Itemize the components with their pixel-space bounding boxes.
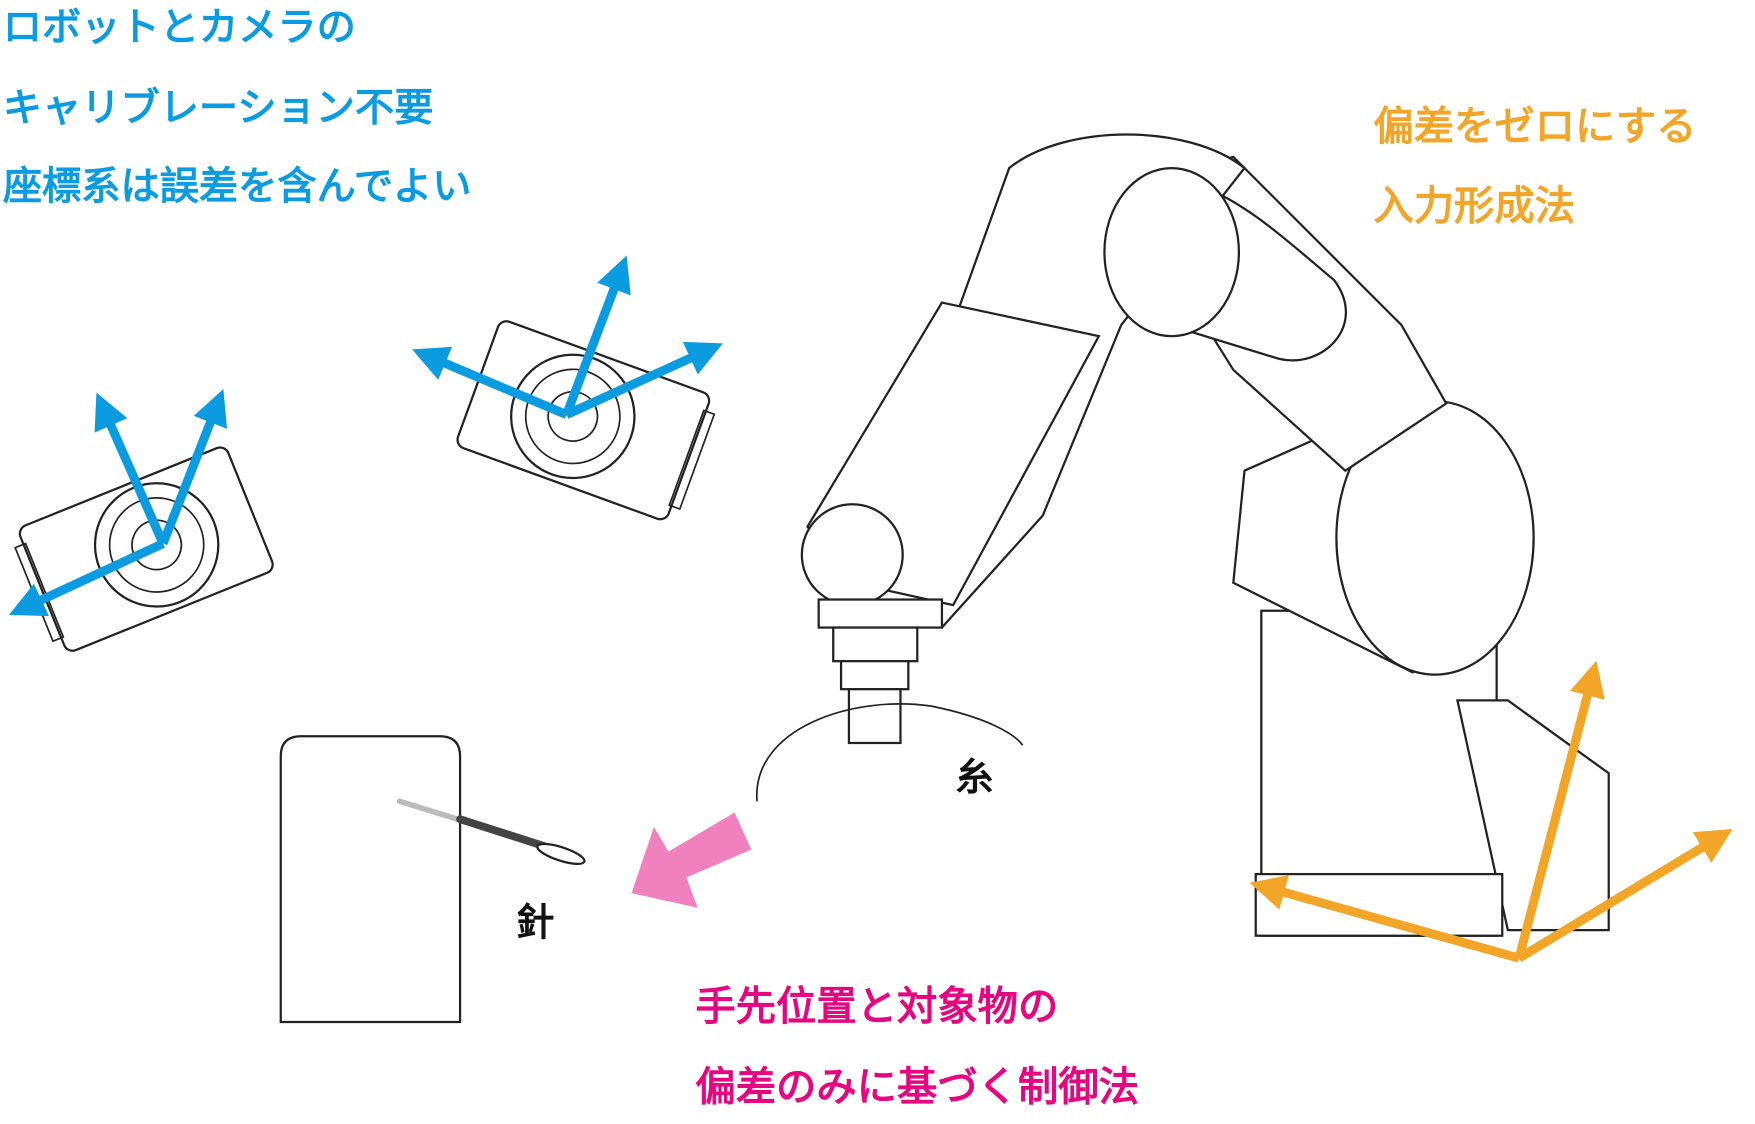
robot-arm — [800, 133, 1610, 937]
needle-card — [279, 735, 462, 1024]
thread-label: 糸 — [955, 755, 993, 799]
blue-caption-3: 座標系は誤差を含んでよい — [3, 164, 472, 209]
blue-caption-2: キャリブレーション不要 — [3, 85, 434, 131]
pink-caption-2: 偏差のみに基づく制御法 — [695, 1063, 1139, 1110]
needle-label: 針 — [516, 901, 554, 945]
blue-caption-1: ロボットとカメラの — [3, 5, 356, 50]
needle — [396, 798, 586, 865]
camera-2-axes — [412, 255, 723, 419]
camera-1-axes — [8, 388, 228, 617]
orange-caption-1: 偏差をゼロにする — [1373, 103, 1696, 150]
robot-axes — [1249, 660, 1733, 963]
pink-caption-1: 手先位置と対象物の — [695, 983, 1058, 1030]
orange-caption-2: 入力形成法 — [1373, 183, 1575, 230]
thread — [756, 703, 1024, 802]
pink-arrow — [631, 812, 752, 908]
